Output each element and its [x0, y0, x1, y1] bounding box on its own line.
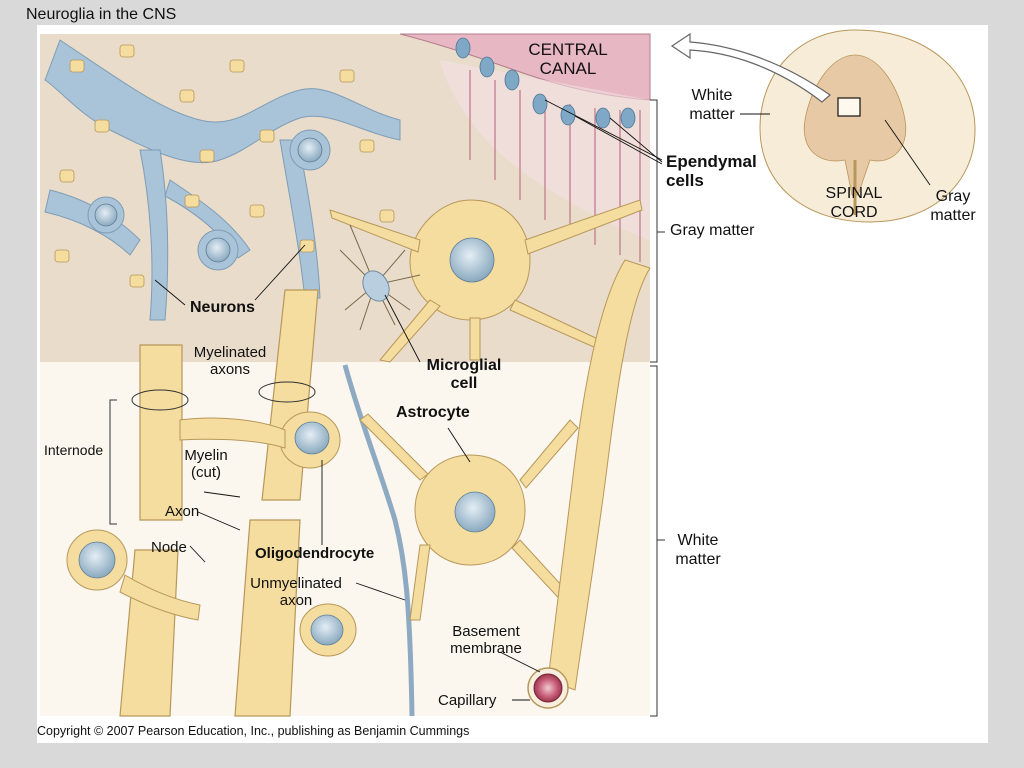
capillary	[527, 259, 651, 709]
label-internode: Internode	[44, 442, 104, 458]
label-central-canal: CENTRAL CANAL	[528, 40, 608, 78]
slide-title: Neuroglia in the CNS	[26, 6, 177, 23]
label-gray-matter: Gray matter	[670, 222, 755, 239]
label-capillary: Capillary	[438, 692, 497, 709]
axon-section-ellipses	[131, 381, 316, 411]
label-basement-membrane: Basement membrane	[450, 623, 522, 657]
label-microglial-cell: Microglial cell	[426, 357, 502, 392]
label-spinal-cord: SPINAL CORD	[825, 185, 883, 221]
label-white-matter-top: White matter	[689, 87, 735, 123]
astrocyte-gray	[329, 199, 643, 363]
label-node: Node	[151, 539, 187, 556]
spinal-cord-inset	[759, 29, 976, 223]
label-oligodendrocyte: Oligodendrocyte	[255, 545, 375, 562]
copyright-notice: Copyright © 2007 Pearson Education, Inc.…	[37, 724, 470, 738]
label-gray-matter-inset: Gray matter	[930, 188, 976, 224]
synaptic-knobs	[54, 44, 395, 288]
leader-lines	[154, 99, 931, 701]
region-brackets	[650, 99, 665, 717]
ependymal-cells	[399, 33, 651, 262]
label-white-matter-bottom: White matter	[675, 532, 721, 568]
label-axon: Axon	[165, 503, 200, 520]
microglial-cell	[339, 224, 421, 331]
label-neurons: Neurons	[190, 299, 255, 316]
label-astrocyte: Astrocyte	[396, 404, 470, 421]
label-unmyelinated-axon: Unmyelinated axon	[250, 575, 342, 609]
label-myelin-cut: Myelin (cut)	[184, 447, 228, 481]
label-myelinated-axons: Myelinated axons	[193, 344, 267, 378]
label-ependymal-cells: Ependymal cells	[666, 152, 757, 190]
inset-arrow	[670, 32, 831, 103]
white-matter-region	[40, 362, 650, 716]
internode-brace	[109, 399, 117, 525]
